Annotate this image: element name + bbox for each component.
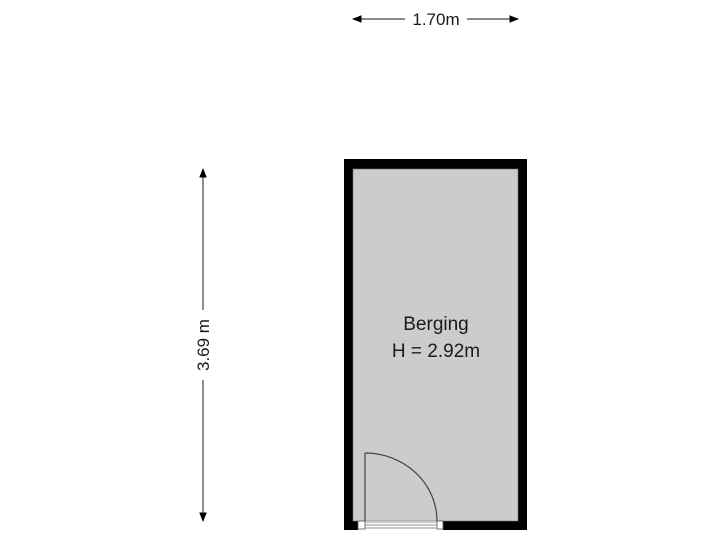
door [357,452,444,530]
room-name: Berging [403,314,469,335]
width-dimension-label: 1.70m [412,10,459,29]
length-dimension: 3.69 m [194,168,213,522]
width-dimension: 1.70m [352,10,519,29]
door-opening [358,521,443,530]
length-dimension-label: 3.69 m [194,319,213,371]
door-swing-arc [364,452,438,522]
door-jamb-right [436,520,444,530]
room-berging: Berging H = 2.92m [344,159,527,530]
room-height: H = 2.92m [392,341,480,362]
door-jamb-left [357,520,366,530]
